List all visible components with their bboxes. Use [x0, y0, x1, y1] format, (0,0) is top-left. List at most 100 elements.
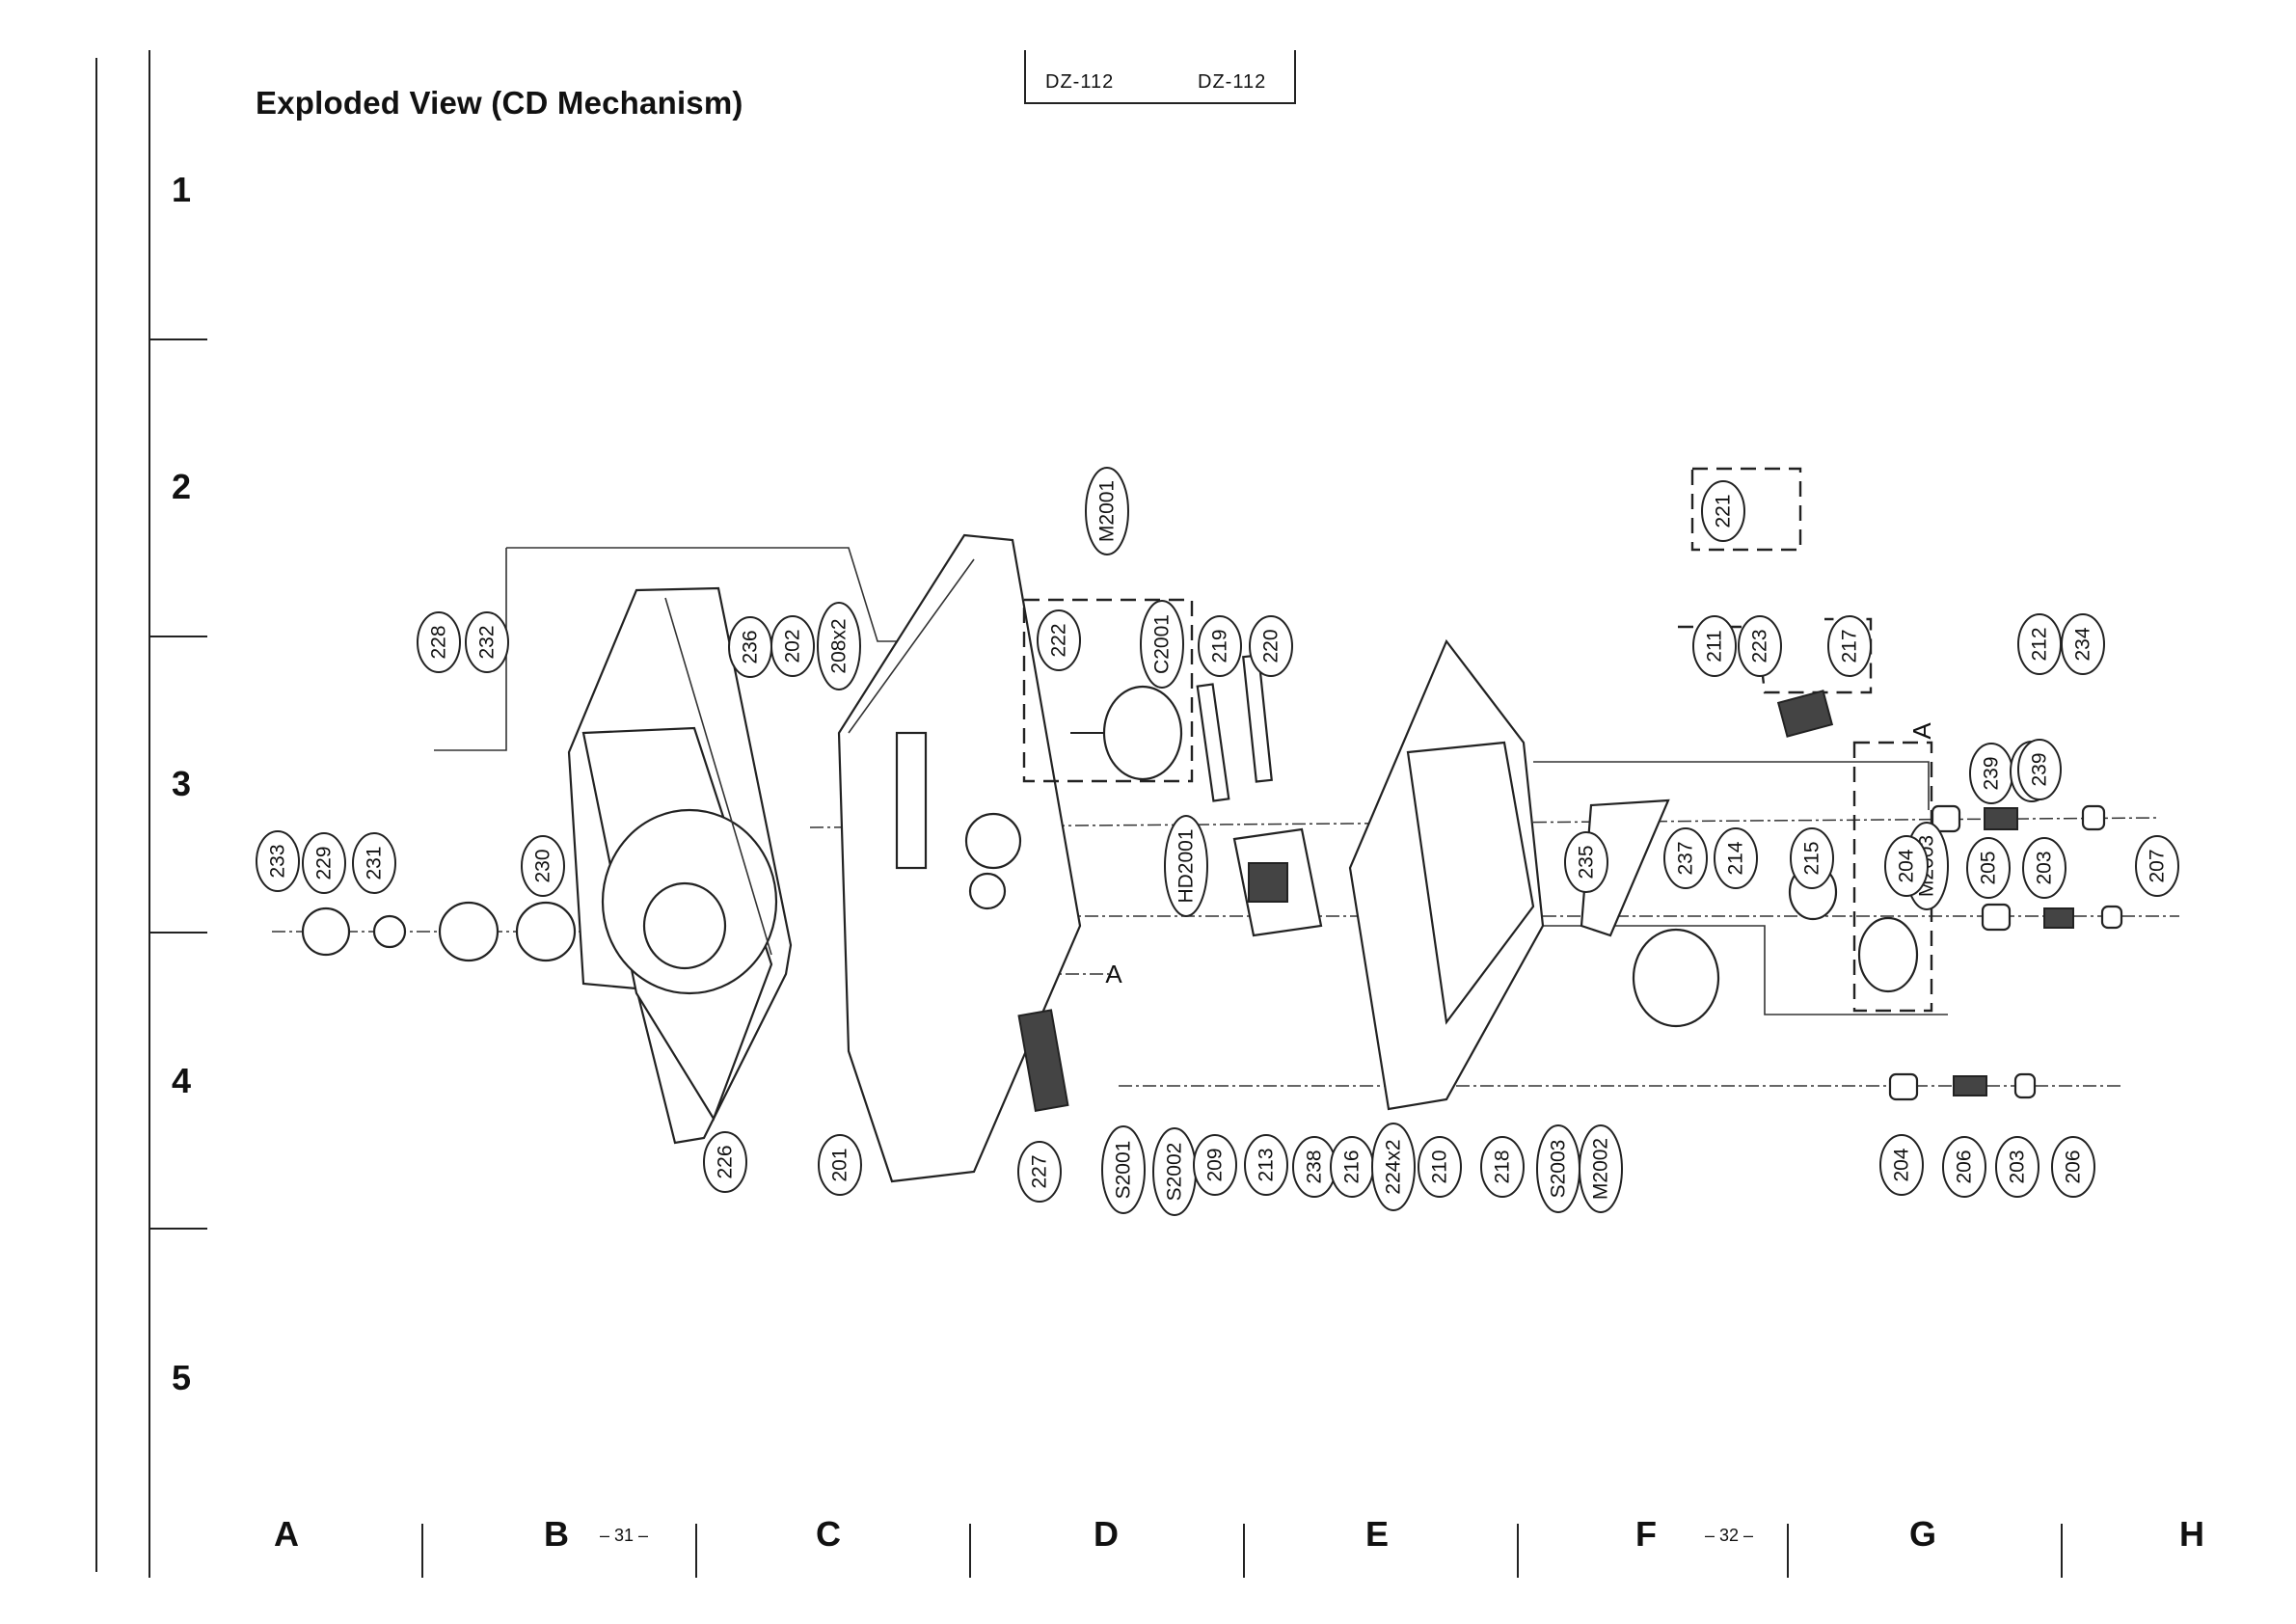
- callout-210: 210: [1418, 1136, 1462, 1198]
- callout-231: 231: [352, 832, 396, 894]
- callout-212: 212: [2017, 613, 2062, 675]
- callout-223: 223: [1738, 615, 1782, 677]
- callout-232: 232: [465, 611, 509, 673]
- callout-221: 221: [1701, 480, 1745, 542]
- row-label-4: 4: [172, 1061, 192, 1100]
- svg-text:204: 204: [1896, 849, 1918, 882]
- svg-text:202: 202: [782, 629, 804, 663]
- svg-text:210: 210: [1429, 1150, 1451, 1183]
- callout-hd2001: HD2001: [1164, 815, 1208, 917]
- callout-209: 209: [1193, 1134, 1237, 1196]
- callout-224x2: 224x2: [1371, 1123, 1416, 1211]
- callout-205: 205: [1966, 837, 2011, 899]
- column-label-g: G: [1909, 1514, 1937, 1554]
- svg-text:218: 218: [1492, 1150, 1514, 1183]
- callout-222: 222: [1037, 609, 1081, 671]
- loading-mechanism: [1580, 467, 1933, 1028]
- svg-text:206: 206: [2063, 1150, 2085, 1183]
- callout-235: 235: [1564, 831, 1608, 893]
- svg-text:206: 206: [1954, 1150, 1976, 1183]
- svg-text:239: 239: [1981, 756, 2003, 790]
- svg-text:237: 237: [1675, 841, 1697, 875]
- disc-tray: [567, 586, 793, 1145]
- callout-239: 239: [1969, 743, 2013, 804]
- callout-220: 220: [1249, 615, 1293, 677]
- spindle-motor: [1022, 598, 1273, 802]
- svg-text:209: 209: [1204, 1148, 1227, 1181]
- callout-211: 211: [1692, 615, 1737, 677]
- callout-234: 234: [2061, 613, 2105, 675]
- svg-text:S2003: S2003: [1548, 1140, 1570, 1199]
- svg-text:HD2001: HD2001: [1175, 828, 1198, 903]
- callout-238: 238: [1292, 1136, 1337, 1198]
- svg-text:213: 213: [1256, 1148, 1278, 1181]
- column-label-f: F: [1635, 1514, 1657, 1554]
- model-header-box: DZ-112 DZ-112: [1024, 50, 1296, 104]
- svg-text:235: 235: [1576, 845, 1598, 879]
- callout-233: 233: [256, 830, 300, 892]
- callout-215: 215: [1790, 827, 1834, 889]
- column-label-d: D: [1094, 1514, 1119, 1554]
- callout-s2002: S2002: [1152, 1127, 1197, 1216]
- callout-236: 236: [728, 616, 772, 678]
- column-label-c: C: [816, 1514, 841, 1554]
- svg-text:236: 236: [740, 630, 762, 663]
- marker-a: A: [1105, 960, 1122, 988]
- callout-227: 227: [1017, 1141, 1062, 1203]
- section-marker: A A: [1105, 722, 1936, 988]
- svg-text:M2002: M2002: [1590, 1138, 1612, 1200]
- pickup-head: [1232, 827, 1323, 937]
- svg-text:207: 207: [2147, 849, 2169, 882]
- row-label-3: 3: [172, 764, 192, 803]
- svg-text:230: 230: [532, 849, 554, 882]
- svg-text:238: 238: [1304, 1150, 1326, 1183]
- svg-text:S2002: S2002: [1164, 1143, 1186, 1202]
- callout-213: 213: [1244, 1134, 1288, 1196]
- callout-217: 217: [1827, 615, 1872, 677]
- svg-text:203: 203: [2007, 1150, 2029, 1183]
- main-chassis: [837, 533, 1082, 1183]
- callout-208x2: 208x2: [817, 602, 861, 690]
- row-label-2: 2: [172, 467, 192, 506]
- svg-text:228: 228: [428, 625, 450, 659]
- row-label-1: 1: [172, 170, 192, 209]
- page-number-31: – 31 –: [600, 1526, 649, 1545]
- callout-214: 214: [1714, 827, 1758, 889]
- callout-228: 228: [417, 611, 461, 673]
- column-label-e: E: [1365, 1514, 1390, 1554]
- svg-text:205: 205: [1978, 851, 2000, 884]
- model-label-right: DZ-112: [1198, 71, 1267, 93]
- callout-218: 218: [1480, 1136, 1525, 1198]
- callout-s2003: S2003: [1536, 1124, 1580, 1213]
- svg-text:232: 232: [476, 625, 499, 659]
- callout-203-lower: 203: [1995, 1136, 2039, 1198]
- svg-text:227: 227: [1029, 1154, 1051, 1188]
- callout-204-lower: 204: [1879, 1134, 1924, 1196]
- svg-text:219: 219: [1209, 629, 1231, 663]
- sub-chassis: [1348, 638, 1545, 1111]
- svg-text:234: 234: [2072, 627, 2094, 661]
- svg-text:203: 203: [2034, 851, 2056, 884]
- column-label-a: A: [274, 1514, 299, 1554]
- callout-202: 202: [770, 615, 815, 677]
- svg-text:S2001: S2001: [1113, 1141, 1135, 1200]
- svg-text:214: 214: [1725, 841, 1747, 875]
- callout-m2002: M2002: [1579, 1124, 1623, 1213]
- svg-text:201: 201: [829, 1148, 851, 1181]
- svg-text:208x2: 208x2: [828, 618, 851, 673]
- callout-201: 201: [818, 1134, 862, 1196]
- callout-229: 229: [302, 832, 346, 894]
- callout-230: 230: [521, 835, 565, 897]
- svg-text:239: 239: [2029, 752, 2051, 786]
- svg-text:233: 233: [267, 844, 289, 878]
- callout-207: 207: [2135, 835, 2179, 897]
- svg-text:222: 222: [1048, 623, 1070, 657]
- callout-216: 216: [1330, 1136, 1374, 1198]
- svg-text:204: 204: [1891, 1148, 1913, 1181]
- callout-s2001: S2001: [1101, 1125, 1146, 1214]
- callout-239-lower: 239: [2017, 739, 2062, 800]
- callout-m2001: M2001: [1085, 467, 1129, 555]
- column-label-b: B: [544, 1514, 569, 1554]
